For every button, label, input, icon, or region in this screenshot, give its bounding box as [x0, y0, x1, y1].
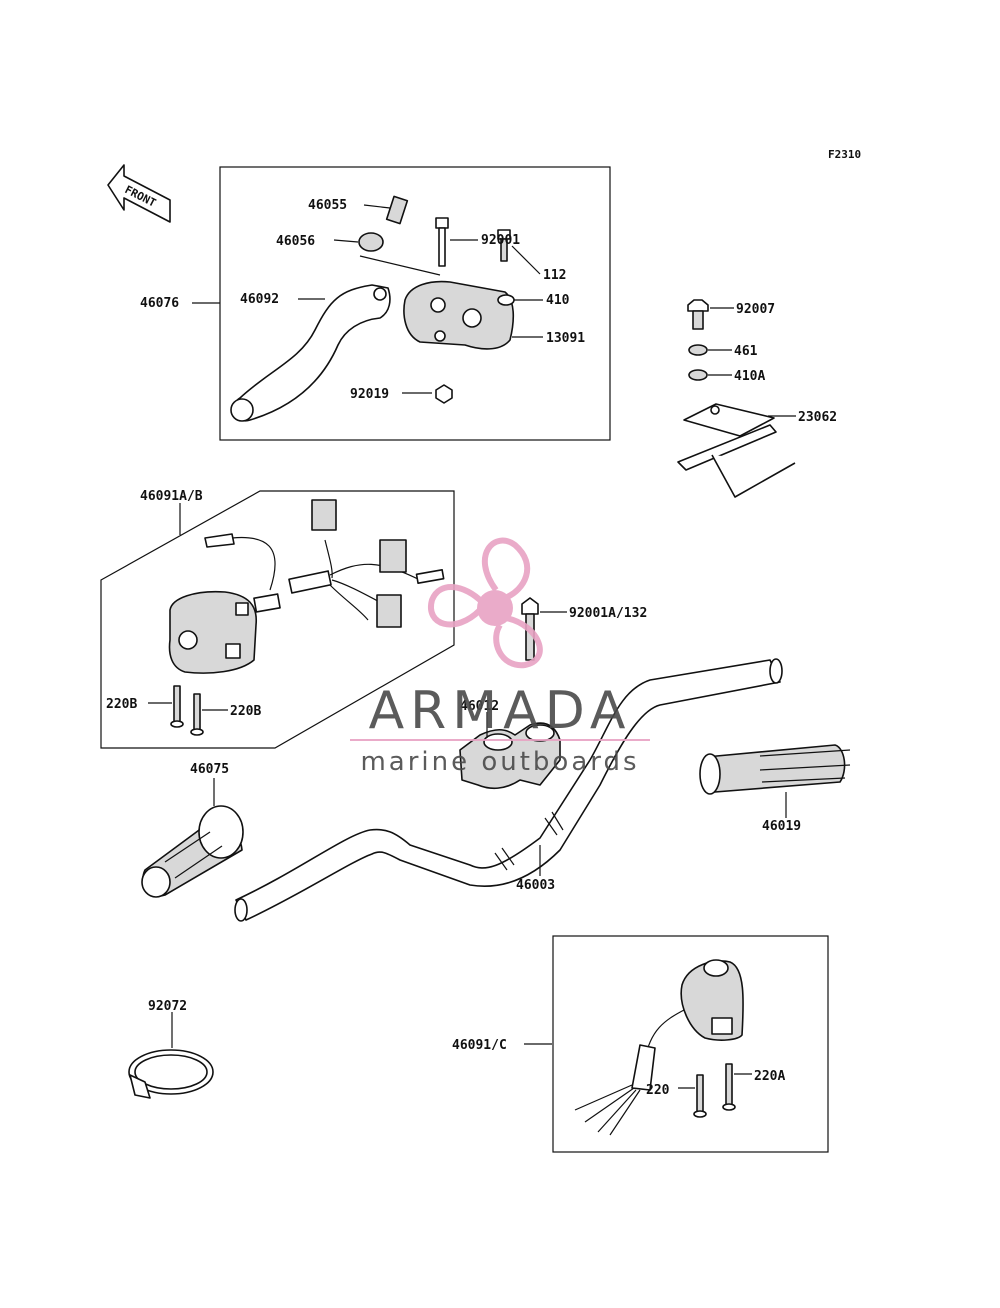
- callout-46091AB: 46091A/B: [140, 489, 203, 504]
- front-arrow-icon: FRONT: [107, 164, 171, 223]
- mount-bracket: [677, 403, 796, 498]
- connector-a: [311, 499, 337, 531]
- adjuster-bolt: [385, 195, 409, 225]
- callout-461: 461: [734, 344, 758, 359]
- callout-92072: 92072: [148, 999, 187, 1014]
- washer-461: [688, 344, 708, 356]
- pivot-bolt: [435, 217, 449, 267]
- lever-bracket: [403, 280, 515, 350]
- handlebar: [235, 659, 781, 921]
- screw-220A: [722, 1063, 736, 1111]
- watermark: ARMADA marine outboards: [350, 537, 650, 777]
- callout-46056: 46056: [276, 234, 315, 249]
- callout-46055: 46055: [308, 198, 347, 213]
- callout-13091: 13091: [546, 331, 585, 346]
- connector-b: [379, 539, 407, 573]
- callout-92001A132: 92001A/132: [569, 606, 647, 621]
- screw-220B-right: [190, 693, 204, 736]
- callout-46003: 46003: [516, 878, 555, 893]
- callout-46075: 46075: [190, 762, 229, 777]
- callout-220B-right: 220B: [230, 704, 261, 719]
- left-grip: [141, 805, 244, 898]
- callout-220: 220: [646, 1083, 670, 1098]
- watermark-brand: ARMADA: [369, 681, 632, 741]
- clutch-lever: [233, 284, 391, 422]
- callout-220A: 220A: [754, 1069, 785, 1084]
- screw-220: [693, 1074, 707, 1118]
- screw-220B-left: [170, 685, 184, 728]
- watermark-tagline: marine outboards: [360, 747, 639, 777]
- connector-c: [376, 594, 402, 628]
- callout-46076: 46076: [140, 296, 179, 311]
- left-switch-box: [100, 490, 455, 749]
- washer-410: [497, 294, 515, 306]
- propeller-logo-icon: [427, 537, 543, 669]
- callout-92001: 92001: [481, 233, 520, 248]
- callout-410: 410: [546, 293, 570, 308]
- washer-410A: [688, 369, 708, 381]
- callout-23062: 23062: [798, 410, 837, 425]
- callout-112: 112: [543, 268, 566, 283]
- callout-410A: 410A: [734, 369, 765, 384]
- pivot-nut: [435, 384, 453, 404]
- callout-92019: 92019: [350, 387, 389, 402]
- clamp-screw: [497, 229, 511, 262]
- callout-92007: 92007: [736, 302, 775, 317]
- callout-46091C: 46091/C: [452, 1038, 507, 1053]
- adjuster-nut: [358, 232, 384, 252]
- figure-code: F2310: [828, 148, 861, 161]
- clamp-band: [128, 1049, 214, 1099]
- throttle-grip: [699, 744, 851, 795]
- right-switch-box: [552, 935, 829, 1153]
- callout-220B-left: 220B: [106, 697, 137, 712]
- callout-46019: 46019: [762, 819, 801, 834]
- callout-46092: 46092: [240, 292, 279, 307]
- callout-46012: 46012: [460, 699, 499, 714]
- bolt-92007: [687, 299, 709, 330]
